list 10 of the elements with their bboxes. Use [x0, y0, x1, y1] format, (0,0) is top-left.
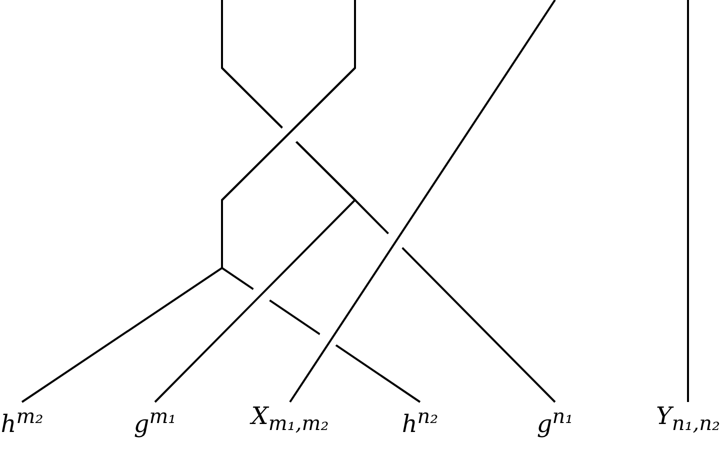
- math-label: Y$_{n₁,n₂}$: [656, 402, 720, 437]
- strand-line: [221, 0, 421, 403]
- strand-line: [221, 0, 556, 403]
- math-label: g$^{n₁}$: [536, 402, 574, 438]
- math-label: h$^{n₂}$: [402, 402, 438, 438]
- strand-line: [687, 0, 689, 402]
- strand-line: [289, 0, 556, 403]
- math-label: g$^{m₁}$: [134, 402, 176, 438]
- math-label: h$^{m₂}$: [0, 402, 44, 438]
- math-label: X$_{m₁,m₂}$: [251, 402, 329, 437]
